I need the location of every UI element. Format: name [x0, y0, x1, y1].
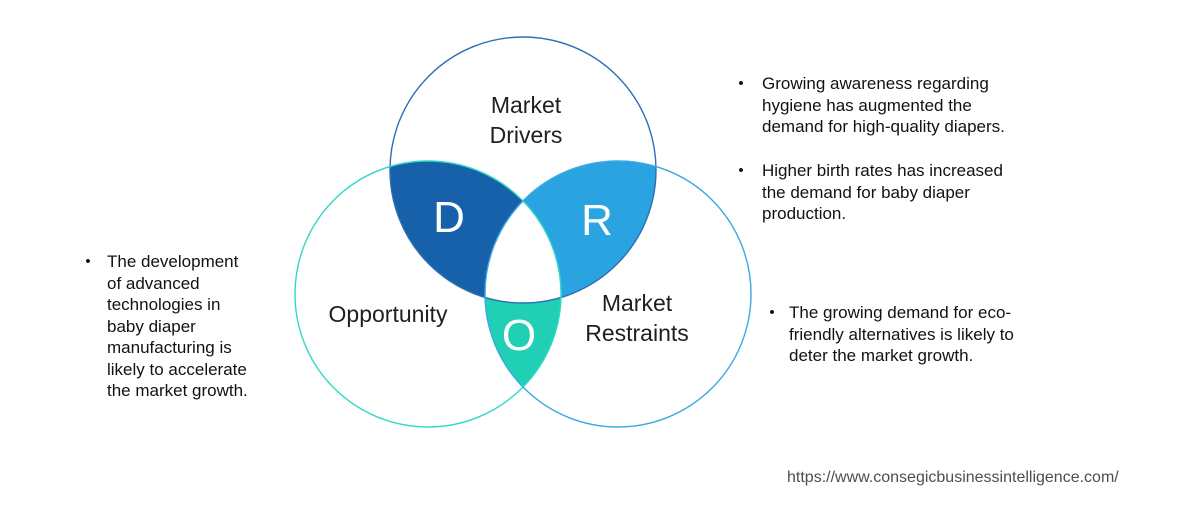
driver-note-2: • Higher birth rates has increased the d…	[736, 160, 1003, 225]
market-drivers-circle	[389, 36, 657, 304]
bullet-icon: •	[769, 304, 775, 321]
restraint-note: • The growing demand for eco- friendly a…	[767, 302, 1014, 367]
bullet-icon: •	[738, 75, 744, 92]
bullet-icon: •	[738, 162, 744, 179]
market-drivers-label: Market Drivers	[489, 92, 563, 148]
market-restraints-circle	[484, 160, 752, 428]
restraints-lens-letter: R	[581, 196, 613, 245]
driver-note-1-text: Growing awareness regarding hygiene has …	[762, 74, 1005, 136]
opportunity-circle	[294, 160, 562, 428]
opportunity-note-text: The development of advanced technologies…	[107, 252, 248, 400]
bullet-icon: •	[85, 253, 91, 270]
drivers-lens-letter: D	[433, 193, 465, 242]
driver-note-2-text: Higher birth rates has increased the dem…	[762, 161, 1003, 223]
opportunity-label: Opportunity	[328, 301, 448, 327]
market-restraints-label: Market Restraints	[585, 290, 689, 346]
opportunity-note: • The development of advanced technologi…	[83, 251, 248, 402]
source-url: https://www.consegicbusinessintelligence…	[787, 469, 1119, 486]
driver-note-1: • Growing awareness regarding hygiene ha…	[736, 73, 1005, 138]
restraint-note-text: The growing demand for eco- friendly alt…	[789, 303, 1014, 365]
opportunity-lens-letter: O	[501, 311, 537, 360]
